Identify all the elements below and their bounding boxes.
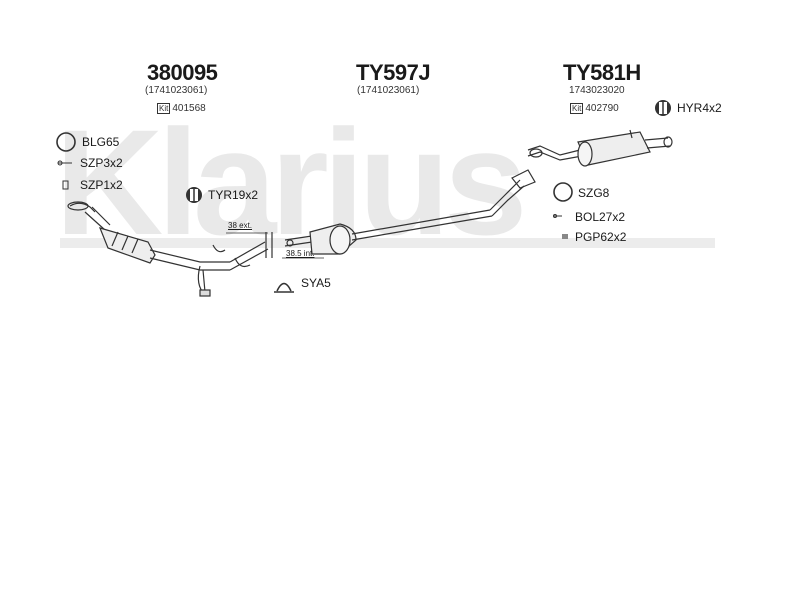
catalyst-1-ribs — [111, 231, 139, 254]
part-tyr: TYR19x2 — [208, 188, 258, 202]
front-pipe — [84, 206, 111, 231]
group-code-2: TY597J — [356, 60, 431, 85]
part-sya-label: SYA5 — [301, 276, 331, 290]
front-flange-ring — [67, 201, 89, 211]
part-pgp: PGP62x2 — [575, 230, 626, 244]
part-szg: SZG8 — [578, 186, 609, 200]
kit-icon: Kit — [570, 103, 584, 114]
part-tyr-label: TYR19x2 — [208, 188, 259, 202]
hanger-2 — [234, 257, 251, 268]
catalyst-1-body — [98, 227, 156, 264]
part-szp1-label: SZP1x2 — [80, 178, 123, 192]
spring-icon — [62, 180, 69, 190]
rubber-hanger-icon — [655, 100, 671, 116]
part-szp3-label: SZP3x2 — [80, 156, 123, 170]
intermediate-pipe-1 — [149, 249, 230, 271]
part-bol-label: BOL27x2 — [575, 210, 626, 224]
mid-pipe-inlet — [284, 235, 313, 247]
catalyst-2-end — [329, 225, 351, 255]
clamp-icon — [274, 282, 294, 293]
dimension-ext: 38 ext. — [228, 221, 253, 230]
watermark-bar — [60, 238, 715, 248]
part-blg-label: BLG65 — [82, 135, 120, 149]
kit-icon: Kit — [157, 103, 171, 114]
bolt-icon — [553, 214, 562, 218]
rear-pipe-bend — [489, 179, 525, 217]
gasket-ring-icon — [56, 132, 76, 152]
bracket-icon — [562, 234, 568, 239]
lambda-sensor — [199, 289, 211, 297]
group-oe-1: (1741023061) — [145, 85, 208, 96]
rubber-mount-icon — [186, 187, 202, 203]
tailpipe-link — [527, 145, 581, 156]
lambda-sensor-stem — [202, 269, 206, 293]
front-flange — [69, 202, 96, 213]
long-pipe — [351, 209, 493, 241]
tailpipe-end — [663, 136, 673, 148]
joint-marker — [265, 232, 273, 258]
part-szp1: SZP1x2 — [80, 178, 123, 192]
sealing-ring-icon — [553, 182, 573, 202]
group-kit-number-1: 401568 — [172, 103, 206, 114]
rear-flange — [511, 169, 536, 189]
intermediate-pipe-2 — [229, 241, 269, 271]
silencer-inlet — [529, 148, 543, 158]
hanger-3 — [212, 244, 226, 253]
part-bol: BOL27x2 — [575, 210, 625, 224]
part-szg-label: SZG8 — [578, 186, 610, 200]
silencer-front-cap — [577, 141, 593, 167]
part-sya: SYA5 — [301, 276, 331, 290]
group-oe-3: 1743023020 — [569, 85, 625, 96]
part-blg: BLG65 — [82, 135, 119, 149]
clamp-ring — [286, 239, 294, 247]
group-oe-2: (1741023061) — [357, 85, 420, 96]
group-code-3: TY581H — [563, 60, 641, 85]
dimension-int: 38.5 int. — [286, 249, 315, 258]
tailpipe-link-2 — [527, 151, 583, 161]
spring-bolt-icon — [57, 160, 72, 166]
group-kit-number-3: 402790 — [585, 103, 619, 114]
group-code-1: 380095 — [147, 60, 218, 85]
part-szp3: SZP3x2 — [80, 156, 123, 170]
silencer-hanger — [629, 129, 633, 139]
group-kit-1: Kit 401568 — [157, 103, 206, 114]
part-hyr-label: HYR4x2 — [677, 101, 722, 115]
part-hyr: HYR4x2 — [677, 101, 722, 115]
group-kit-3: Kit 402790 — [570, 103, 619, 114]
part-pgp-label: PGP62x2 — [575, 230, 627, 244]
